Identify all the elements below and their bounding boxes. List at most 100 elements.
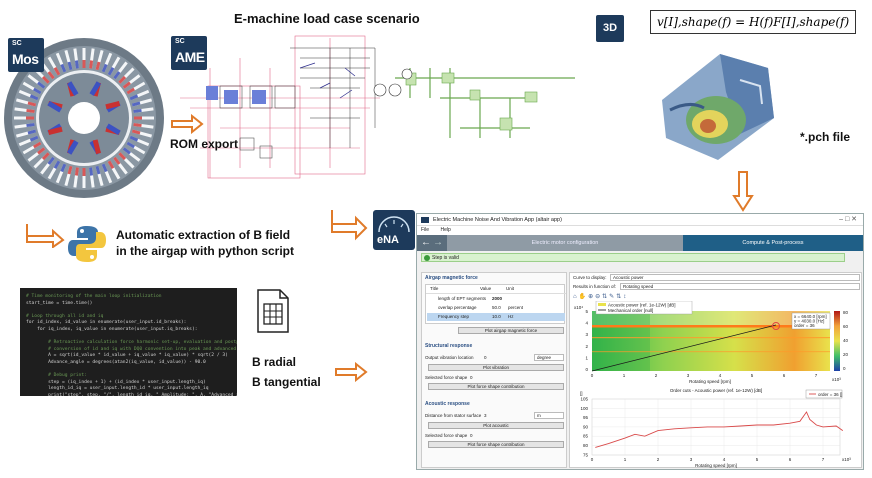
down-arrow: [732, 171, 754, 212]
step-compute-postprocess[interactable]: Compute & Post-process: [683, 235, 863, 251]
vibration-location-value[interactable]: 0: [484, 355, 487, 360]
ena-app-window: Electric Machine Noise And Vibration App…: [416, 213, 864, 470]
bend-arrow-ena: [331, 210, 368, 241]
map-x-exponent: x10³: [832, 377, 841, 382]
curve-select[interactable]: Acoustic power: [610, 274, 860, 281]
vibration-location-label: Output vibration location: [425, 355, 474, 360]
code-line: length_id_iq = user_input.length_id * us…: [26, 386, 209, 392]
row-unit: Hz: [508, 314, 514, 319]
plot-acoustic-button[interactable]: Plot acoustic: [428, 422, 564, 429]
order-y-tick: 75: [583, 452, 589, 457]
python-label-line1: Automatic extraction of B field: [116, 228, 291, 242]
results-label: Results in function of:: [573, 284, 617, 289]
order-36-series: [595, 411, 844, 448]
colorbar-tick: 20: [843, 352, 849, 357]
distance-value[interactable]: 3: [484, 413, 487, 418]
row-title: Frequency step: [438, 314, 470, 319]
order-y-tick: 80: [583, 443, 589, 448]
ame-schematic: [180, 35, 575, 179]
code-line: start_time = time.time(): [26, 300, 93, 306]
row-value[interactable]: 2000: [492, 296, 503, 301]
row-unit: percent: [508, 305, 524, 310]
rom-export-label: ROM export: [170, 137, 239, 151]
workflow-steps: ← → Electric motor configuration Compute…: [417, 235, 863, 251]
plot-force-shape-acoustic-button[interactable]: Plot force shape contribution: [428, 441, 564, 448]
order-y-tick: 105: [580, 397, 588, 402]
order-x-exponent: x10³: [842, 457, 851, 462]
forward-arrow-icon[interactable]: →: [433, 237, 443, 248]
menu-help[interactable]: Help: [440, 227, 451, 233]
col-value: Value: [480, 286, 492, 291]
order-y-tick: 95: [583, 415, 589, 420]
curve-label: Curve to display:: [573, 275, 607, 280]
cursor-info: order = 36: [794, 323, 815, 328]
colorbar-tick: 80: [843, 310, 849, 315]
transfer-formula: v[I],shape(f) = H(f)F[I],shape(f): [650, 10, 857, 34]
results-select[interactable]: Rotating speed: [620, 283, 860, 290]
order-x-tick: 7: [822, 457, 825, 462]
menu-file[interactable]: File: [421, 227, 430, 233]
row-value[interactable]: 10.0: [492, 314, 501, 319]
col-unit: Unit: [506, 286, 515, 291]
plot-vibration-button[interactable]: Plot vibration: [428, 364, 564, 371]
colorbar-tick: 0: [843, 366, 846, 371]
order-legend: order = 36 []: [818, 392, 842, 397]
status-valid-bar: Step is valid: [421, 253, 845, 262]
python-logo-icon: [68, 226, 106, 262]
order-cut-title: Order cuts - Acoustic power (ref. 1e-12W…: [670, 388, 762, 393]
three-d-logo: 3D: [596, 15, 624, 42]
left-pane: Airgap magnetic force Title Value Unit l…: [421, 272, 567, 468]
order-x-label: Rotating speed [rpm]: [695, 463, 737, 468]
map-legend-mechanical-order: Mechanical order [null]: [608, 308, 653, 313]
acoustic-force-shape-value[interactable]: 0: [470, 433, 473, 438]
map-x-tick: 7: [815, 373, 818, 378]
map-y-tick: 5: [585, 309, 588, 314]
map-y-tick: 3: [585, 332, 588, 337]
right-arrow: [335, 362, 368, 382]
row-title: overlap percentage: [438, 305, 477, 310]
window-controls[interactable]: – □ ✕: [839, 216, 857, 223]
order-x-tick: 2: [657, 457, 660, 462]
spreadsheet-file-icon: [257, 289, 289, 333]
map-x-tick: 0: [591, 373, 594, 378]
order-x-tick: 6: [789, 457, 792, 462]
airgap-section-title: Airgap magnetic force: [425, 275, 478, 281]
order-y-tick: 85: [583, 434, 589, 439]
order-y-tick: 100: [580, 406, 588, 411]
structural-force-shape-value[interactable]: 0: [470, 375, 473, 380]
code-line: # Time monitoring of the main loop initi…: [26, 294, 162, 299]
python-code-panel: # Time monitoring of the main loop initi…: [20, 288, 237, 396]
plot-force-shape-structural-button[interactable]: Plot force shape contribution: [428, 383, 564, 390]
plot-toolbar-icons[interactable]: ⌂✋⊕⊖⇅✎⇅↕: [573, 294, 629, 300]
back-arrow-icon[interactable]: ←: [421, 237, 431, 248]
map-x-tick: 1: [623, 373, 626, 378]
map-y-tick: 0: [585, 367, 588, 372]
map-y-tick: 4: [585, 321, 588, 326]
rom-export-arrow: [171, 114, 204, 134]
housing-3d-model: [662, 54, 774, 160]
plot-airgap-button[interactable]: Plot airgap magnetic force: [458, 327, 564, 334]
map-y-tick: 2: [585, 344, 588, 349]
order-x-tick: 5: [756, 457, 759, 462]
step-electric-motor-configuration[interactable]: Electric motor configuration: [447, 235, 683, 251]
structural-section-title: Structural response: [425, 343, 473, 349]
python-label-line2: in the airgap with python script: [116, 244, 295, 258]
order-y-label: []: [580, 391, 583, 396]
row-value[interactable]: 50.0: [492, 305, 501, 310]
cursor-info: x = 6640.0 [rpm]: [794, 314, 827, 319]
vibration-unit-select[interactable]: degree: [534, 354, 564, 361]
bend-arrow-python: [26, 224, 65, 248]
code-line: for id_index, id_value in enumerate(user…: [26, 320, 187, 326]
order-x-tick: 0: [591, 457, 594, 462]
map-x-tick: 5: [751, 373, 754, 378]
sc-mos-logo: SC Mos: [8, 38, 44, 72]
pch-file-label: *.pch file: [800, 130, 851, 144]
map-y-exponent: x10⁴: [574, 305, 583, 310]
order-x-tick: 3: [690, 457, 693, 462]
sc-ame-logo: SC AME: [171, 36, 207, 70]
order-cut-plot: Order cuts - Acoustic power (ref. 1e-12W…: [580, 388, 851, 468]
order-x-tick: 4: [723, 457, 726, 462]
map-y-tick: 1: [585, 355, 588, 360]
distance-unit-select[interactable]: m: [534, 412, 564, 419]
